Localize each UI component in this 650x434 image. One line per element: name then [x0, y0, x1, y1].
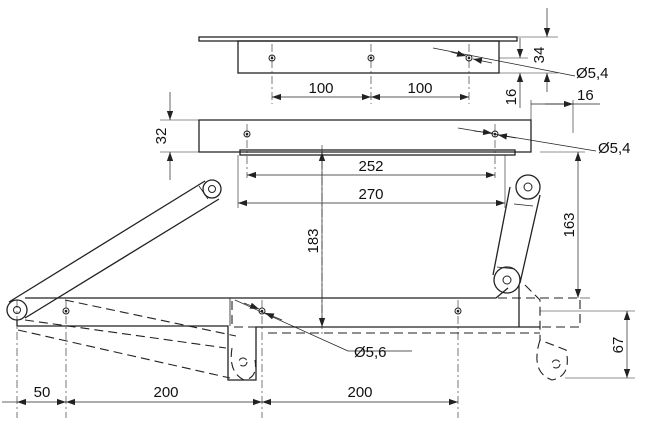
lid-bracket: [198, 119, 532, 335]
dim-width-outer: 270: [358, 186, 383, 203]
base-bracket: [16, 285, 540, 418]
dim-plate-offset: 16: [503, 89, 520, 106]
dim-base-pitch-1: 200: [153, 384, 178, 401]
left-hinge-arm: [6, 179, 222, 321]
dim-pitch-top-2: 100: [407, 80, 432, 97]
dim-plate-height: 34: [531, 47, 548, 64]
dim-base-height: 67: [610, 337, 627, 354]
dim-open-height: 163: [561, 212, 578, 237]
top-plate-dimensions: 100 100 Ø5,4 34 16 16: [272, 8, 609, 133]
dim-lift-height: 183: [305, 228, 322, 253]
dim-lid-offset: 32: [153, 128, 170, 145]
dim-width-inner: 252: [358, 158, 383, 175]
dim-hole-bottom-dia: Ø5,6: [354, 344, 387, 361]
top-mounting-plate: [198, 36, 518, 104]
dim-plate-edge: 16: [577, 87, 594, 104]
dim-hole-top-dia: Ø5,4: [576, 65, 609, 82]
right-hinge-arm: [492, 174, 541, 294]
base-dimensions: 183 163 67 Ø5,6 50 200 200: [2, 151, 635, 406]
dim-hole-right-dia: Ø5,4: [598, 140, 631, 157]
dim-base-pitch-2: 200: [347, 384, 372, 401]
closed-position-hidden-lines: [17, 284, 581, 381]
dim-pitch-top-1: 100: [308, 80, 333, 97]
dim-left-offset: 50: [34, 384, 51, 401]
lid-dimensions: 32 Ø5,4 252 270: [153, 92, 631, 208]
